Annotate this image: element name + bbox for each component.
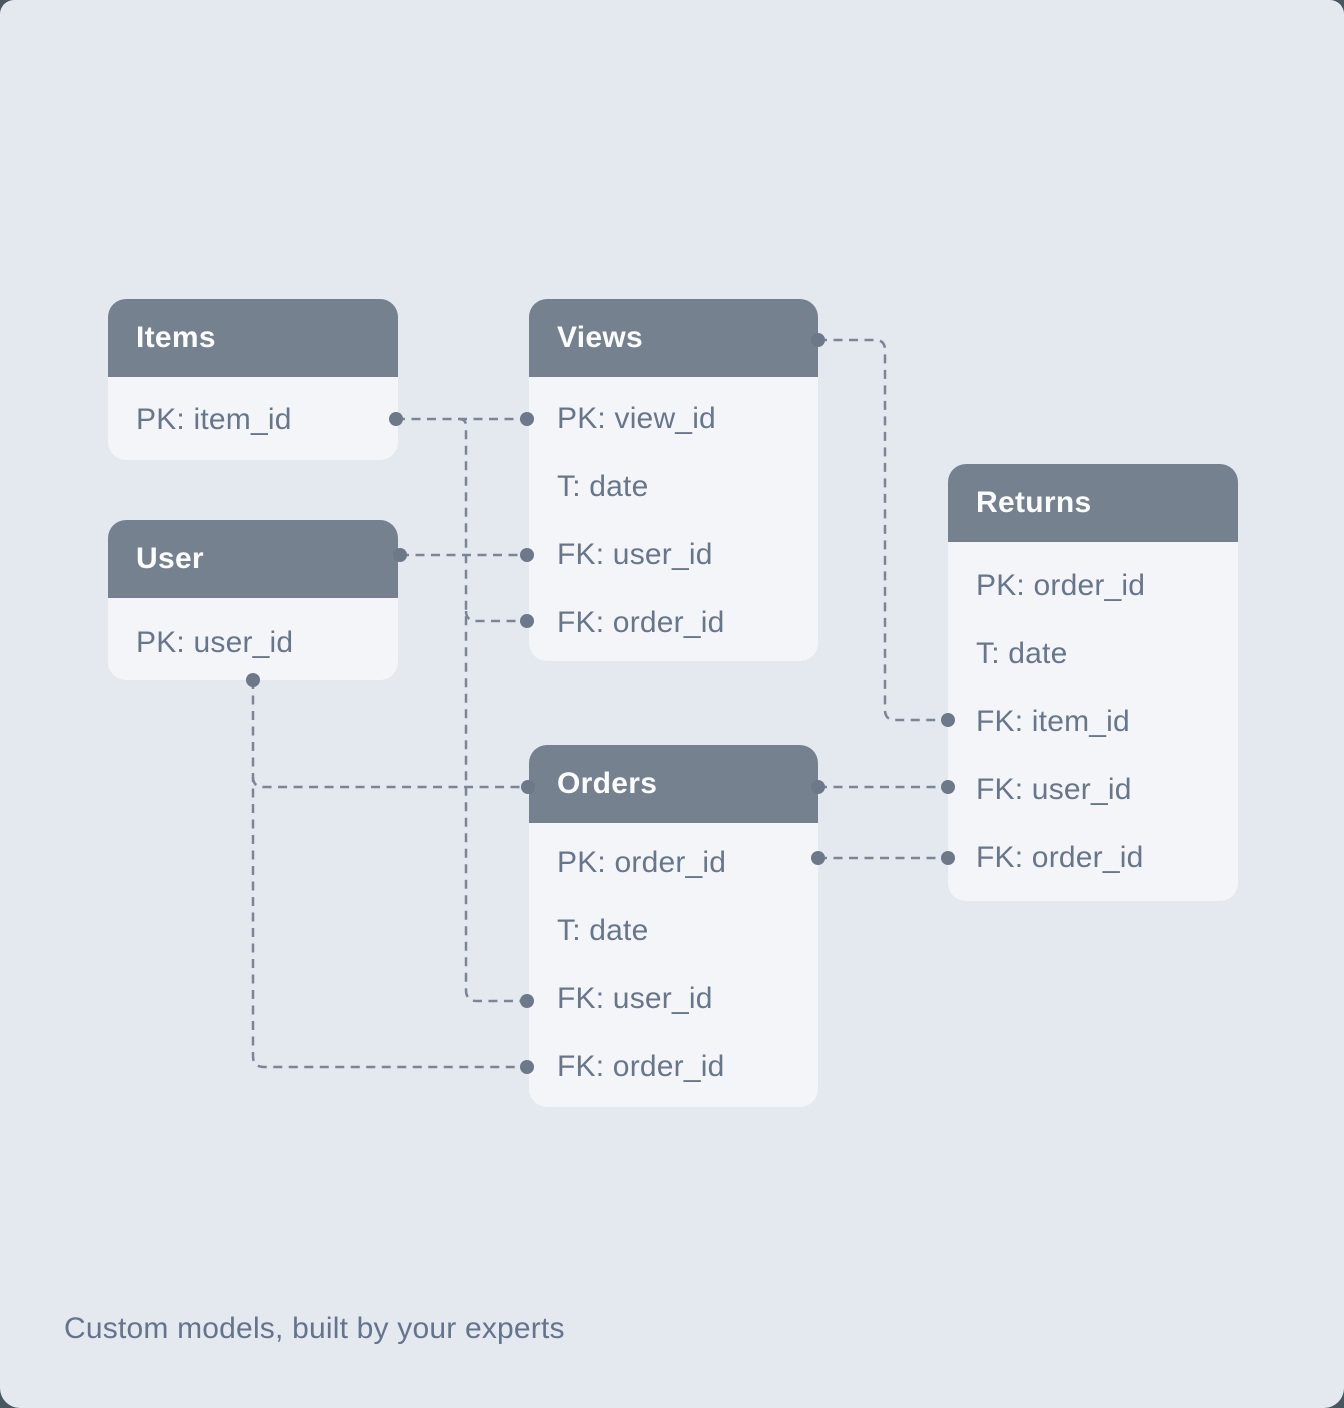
field-row: T: date <box>976 637 1068 670</box>
caption-text: Custom models, built by your experts <box>64 1312 565 1345</box>
field-row: FK: user_id <box>557 538 713 571</box>
field-row: FK: order_id <box>557 606 725 639</box>
field-row: FK: order_id <box>976 841 1144 874</box>
field-row: PK: item_id <box>136 403 292 436</box>
table-title: User <box>136 542 204 575</box>
table-title: Views <box>557 321 644 354</box>
table-card-views: Views PK: view_id T: date FK: user_id FK… <box>529 299 818 661</box>
field-row: T: date <box>557 914 649 947</box>
field-row: PK: user_id <box>136 626 294 659</box>
table-header-views: Views <box>529 299 818 377</box>
connector-user-orders-fk-order <box>251 680 527 1069</box>
field-row: PK: view_id <box>557 402 716 435</box>
field-row: FK: user_id <box>976 773 1132 806</box>
table-body-orders: PK: order_id T: date FK: user_id FK: ord… <box>529 823 818 1101</box>
connector-items-branch-orders-fk-user <box>458 417 527 1003</box>
field-row: FK: order_id <box>557 1050 725 1083</box>
table-header-orders: Orders <box>529 745 818 823</box>
field-row: FK: item_id <box>976 705 1130 738</box>
field-row: T: date <box>557 470 649 503</box>
table-body-returns: PK: order_id T: date FK: item_id FK: use… <box>948 542 1238 892</box>
table-card-items: Items PK: item_id <box>108 299 398 460</box>
table-body-items: PK: item_id <box>108 377 398 454</box>
table-body-views: PK: view_id T: date FK: user_id FK: orde… <box>529 377 818 657</box>
table-title: Items <box>136 321 216 354</box>
table-card-orders: Orders PK: order_id T: date FK: user_id … <box>529 745 818 1107</box>
table-title: Orders <box>557 767 658 800</box>
connector-branch-views-fk-order <box>464 610 527 623</box>
table-card-user: User PK: user_id <box>108 520 398 680</box>
table-header-items: Items <box>108 299 398 377</box>
field-row: FK: user_id <box>557 982 713 1015</box>
connector-views-returns-fk-item <box>818 338 948 722</box>
table-body-user: PK: user_id <box>108 598 398 677</box>
table-card-returns: Returns PK: order_id T: date FK: item_id… <box>948 464 1238 901</box>
table-header-user: User <box>108 520 398 598</box>
field-row: PK: order_id <box>557 846 727 879</box>
table-title: Returns <box>976 486 1092 519</box>
table-header-returns: Returns <box>948 464 1238 542</box>
field-row: PK: order_id <box>976 569 1146 602</box>
connector-user-orders-header <box>251 776 528 789</box>
